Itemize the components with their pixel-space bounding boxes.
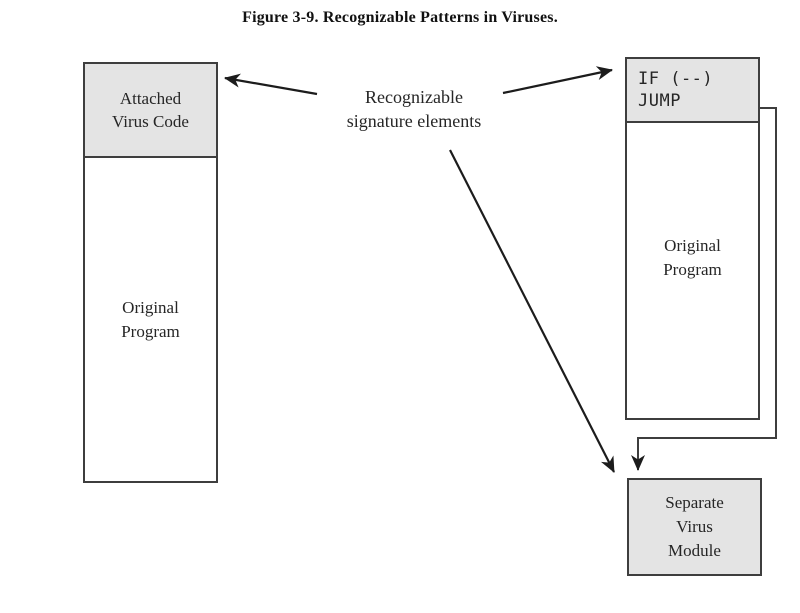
- separate-virus-module-box: Separate Virus Module: [627, 478, 762, 576]
- original-program-section-right: Original Program: [627, 123, 758, 418]
- signature-elements-label: Recognizable signature elements: [334, 85, 494, 133]
- jump-header-line-1: IF (--): [638, 69, 714, 89]
- arrow-to-attached-virus-code: [224, 73, 318, 96]
- arrow-to-separate-module: [449, 149, 615, 473]
- original-program-left-line-1: Original: [122, 297, 179, 317]
- signature-label-line-1: Recognizable: [365, 87, 463, 107]
- signature-label-line-2: signature elements: [346, 111, 482, 131]
- figure-title: Figure 3-9. Recognizable Patterns in Vir…: [242, 9, 558, 26]
- jump-virus-program-box: IF (--) JUMP Original Program: [625, 57, 760, 420]
- original-program-section-left: Original Program: [85, 158, 216, 481]
- original-program-left-line-2: Program: [121, 321, 180, 341]
- jump-header-line-2: JUMP: [638, 91, 681, 111]
- attached-header-line-1: Attached: [119, 89, 182, 108]
- arrow-to-jump-code: [502, 66, 613, 95]
- original-program-right-line-1: Original: [664, 235, 721, 255]
- module-line-2: Virus: [676, 517, 713, 536]
- module-line-3: Module: [668, 541, 721, 560]
- attached-virus-code-header: Attached Virus Code: [85, 64, 216, 158]
- module-line-1: Separate: [665, 493, 724, 512]
- attached-header-line-2: Virus Code: [112, 112, 189, 131]
- attached-virus-program-box: Attached Virus Code Original Program: [83, 62, 218, 483]
- jump-code-header: IF (--) JUMP: [627, 59, 758, 123]
- original-program-right-line-2: Program: [663, 259, 722, 279]
